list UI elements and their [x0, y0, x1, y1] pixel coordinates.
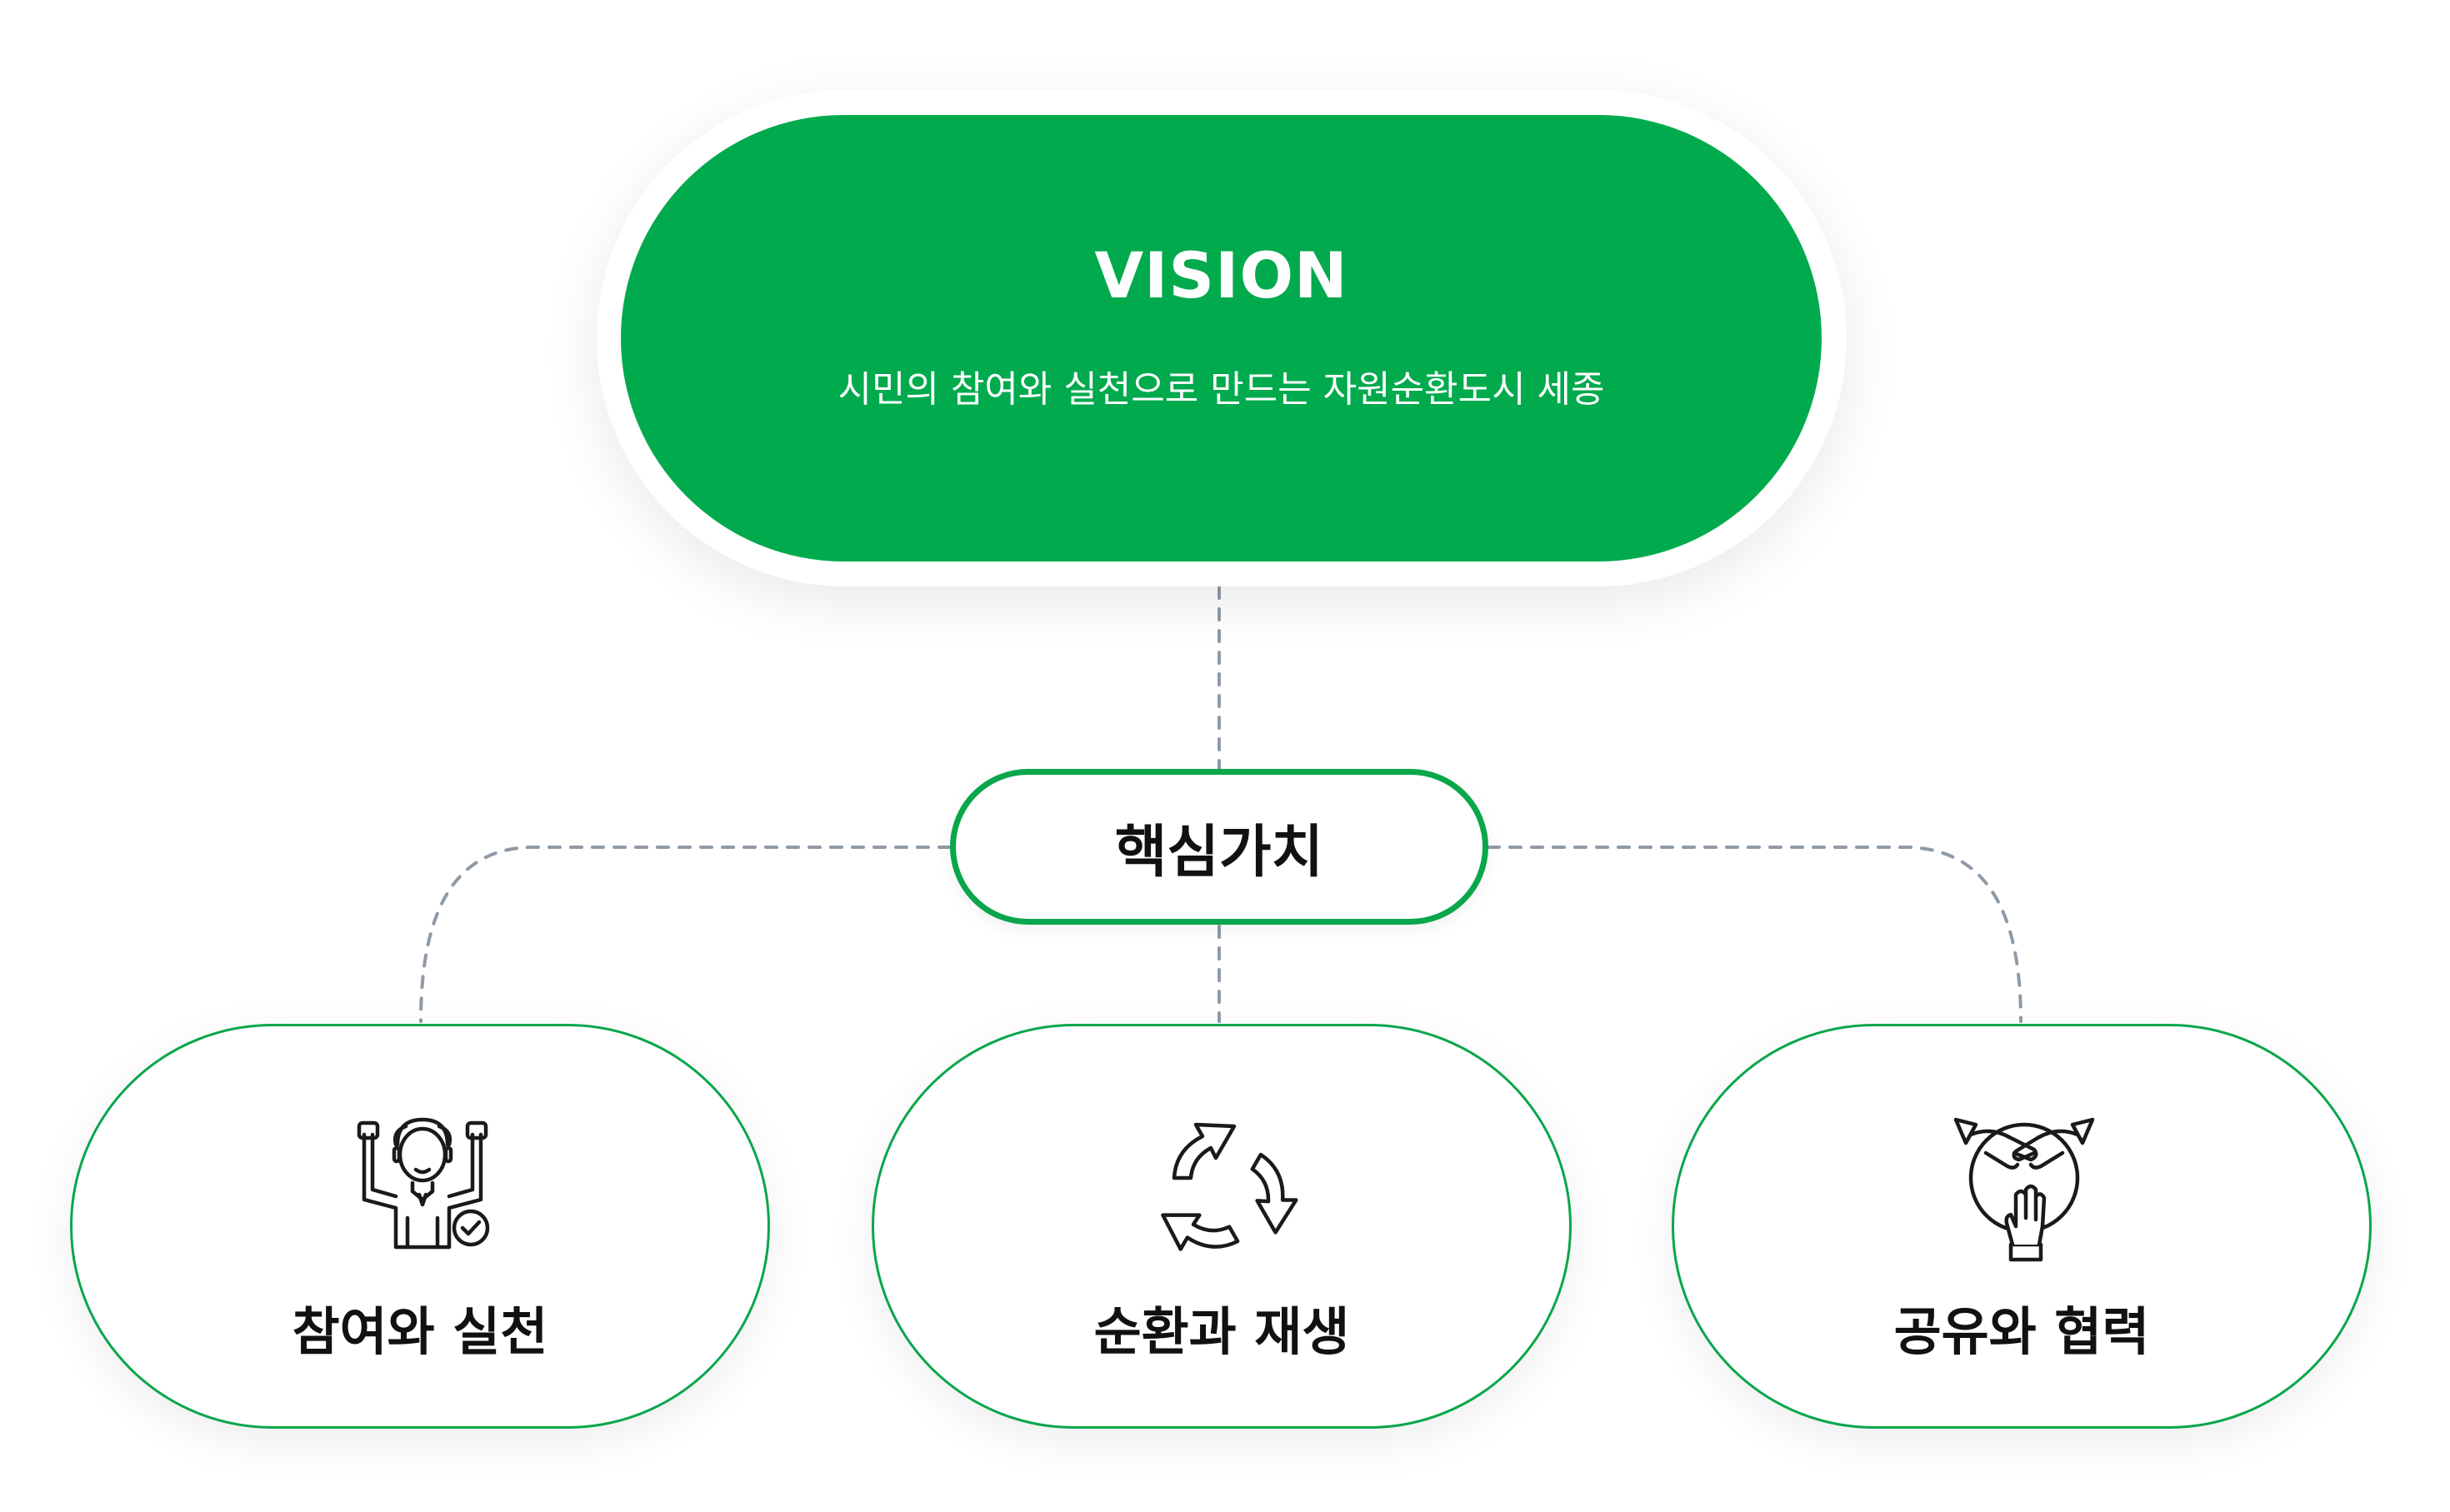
- vision-subtitle: 시민의 참여와 실천으로 만드는 자원순환도시 세종: [838, 368, 1605, 411]
- vision-title: VISION: [1094, 238, 1348, 312]
- vision-panel: VISION 시민의 참여와 실천으로 만드는 자원순환도시 세종: [621, 115, 1822, 561]
- core-values-badge: 핵심가치: [950, 769, 1488, 925]
- value-label-circulation: 순환과 재생: [1093, 1301, 1350, 1362]
- value-card-cooperation: 공유와 협력: [1672, 1024, 2372, 1429]
- value-label-cooperation: 공유와 협력: [1893, 1301, 2150, 1362]
- core-values-label: 핵심가치: [1114, 820, 1324, 886]
- value-label-participation: 참여와 실천: [292, 1301, 548, 1362]
- person-celebrating-icon: [339, 1101, 506, 1268]
- value-card-participation: 참여와 실천: [70, 1024, 770, 1429]
- connector-core-to-left: [419, 846, 952, 1023]
- recycle-arrows-icon: [1141, 1101, 1308, 1268]
- connector-core-to-right: [1487, 846, 2022, 1023]
- value-card-circulation: 순환과 재생: [872, 1024, 1572, 1429]
- stacked-hands-icon: [1941, 1101, 2108, 1268]
